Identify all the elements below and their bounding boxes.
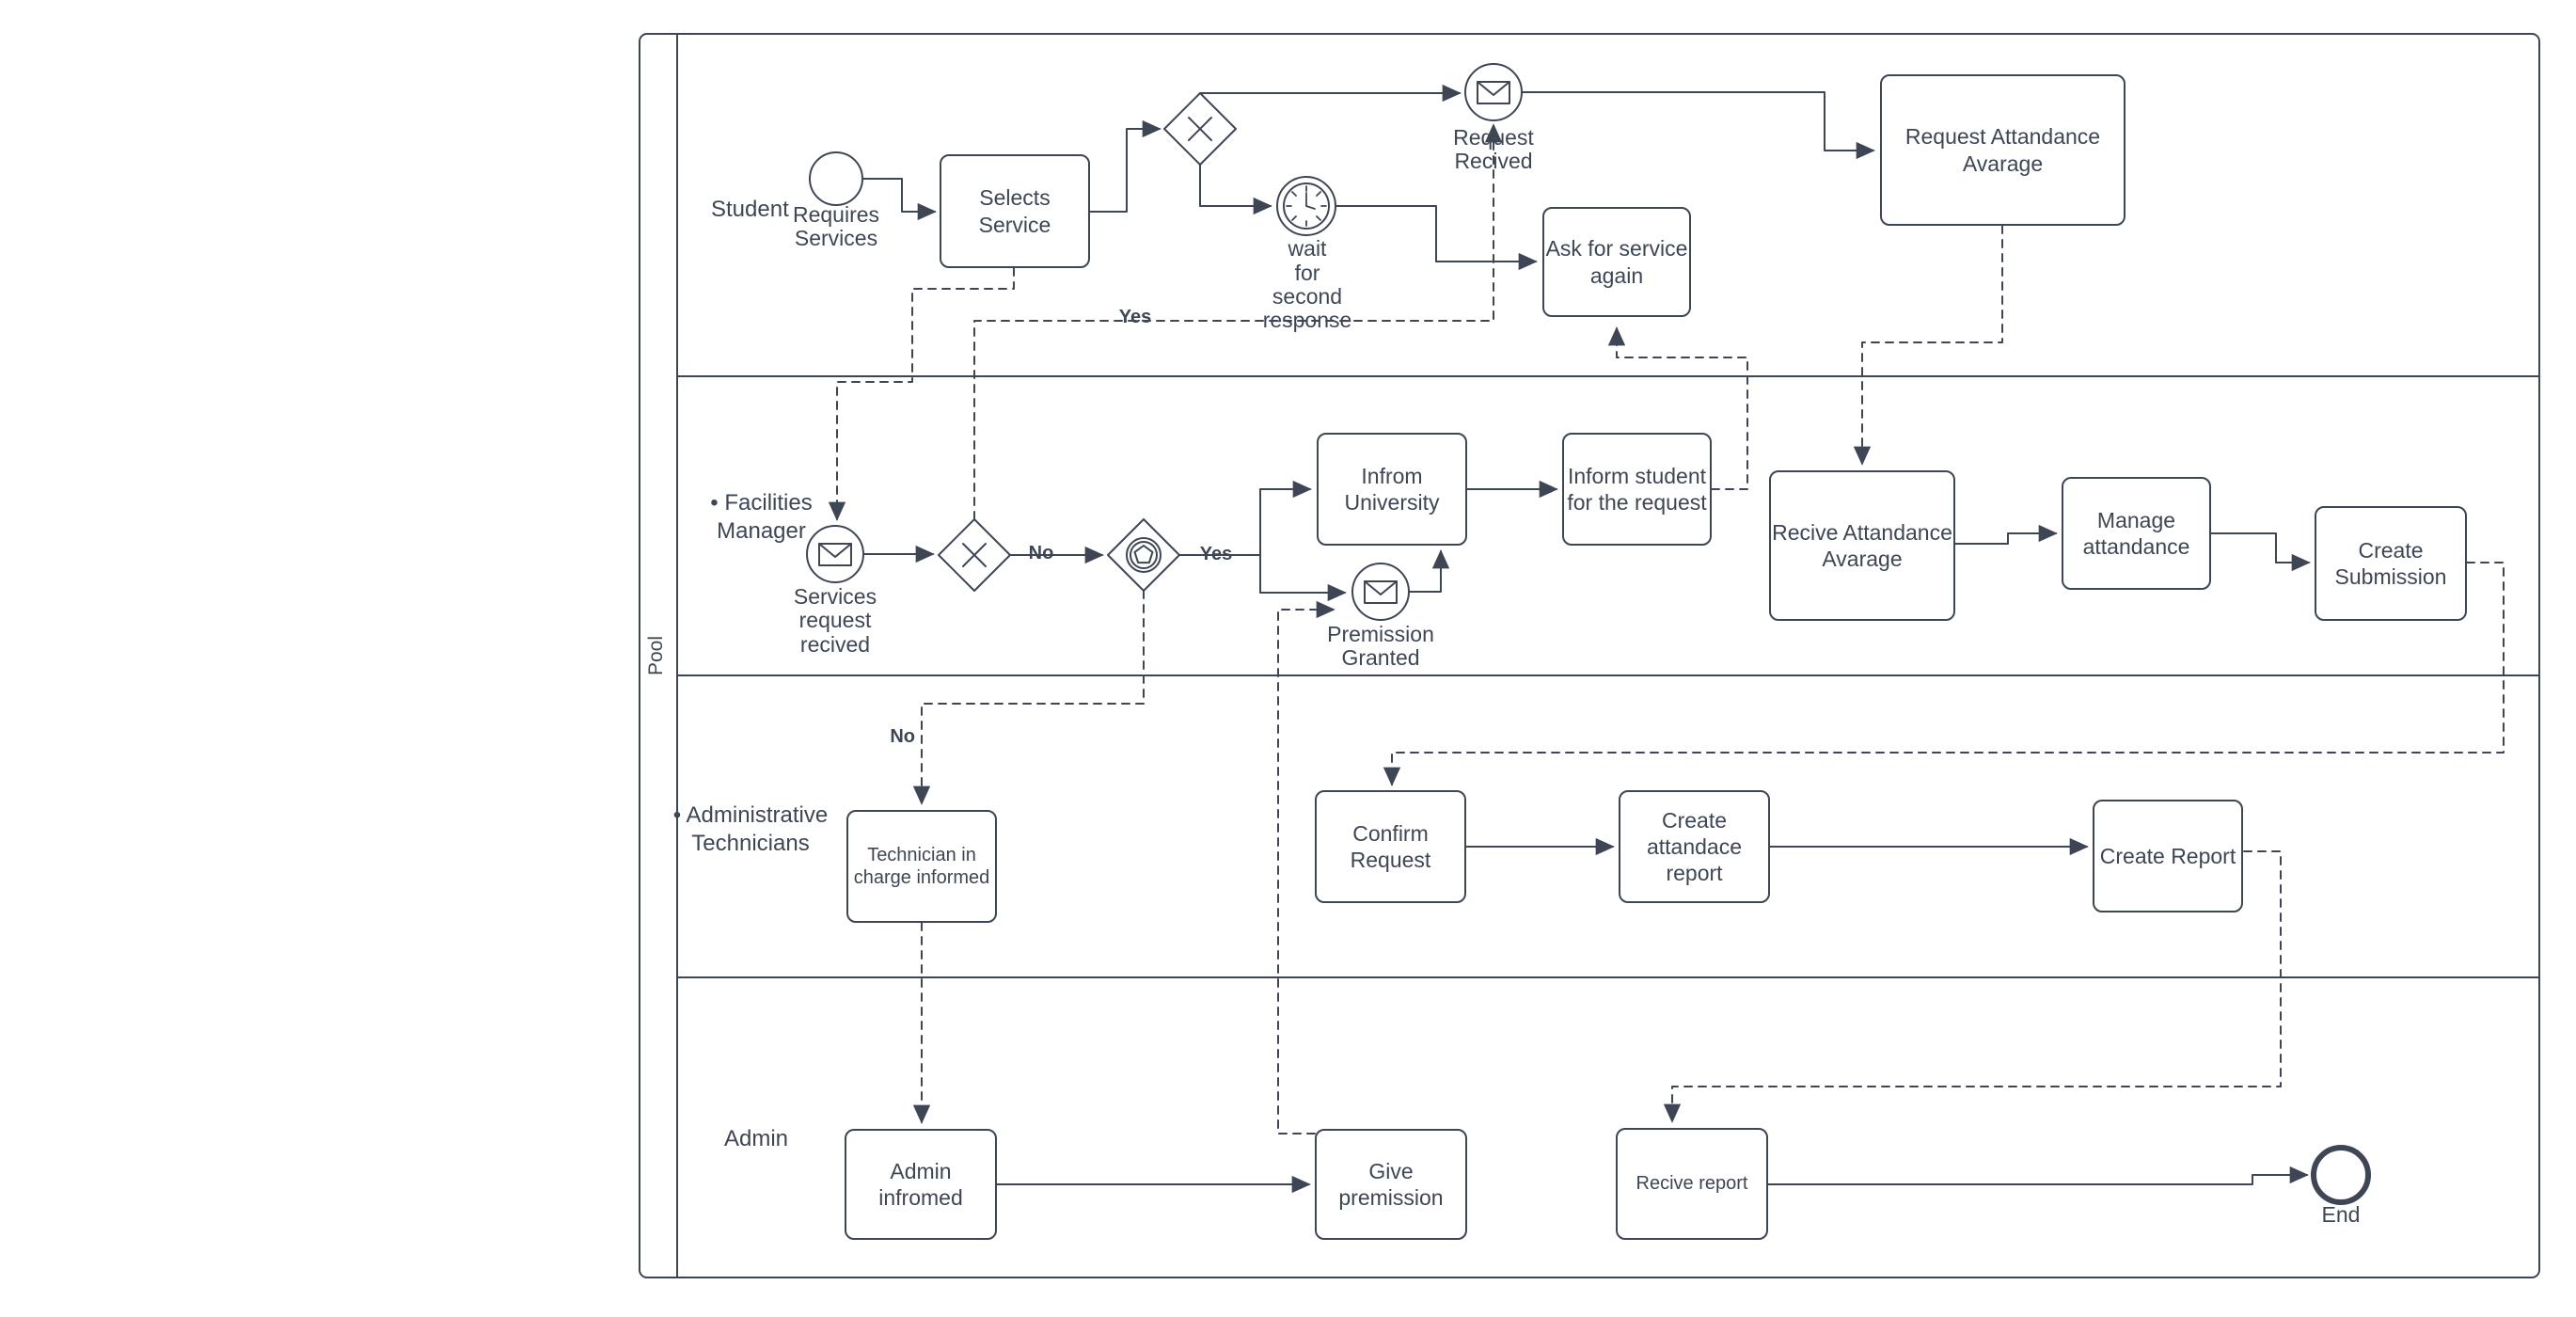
flow-label-no-fm: No (1028, 543, 1054, 563)
task-manage-attandance: Manage attandance (2062, 477, 2211, 590)
message-event-label-request-recived: Request Recived (1453, 124, 1534, 173)
flow-label-yes-fm: Yes (1199, 544, 1233, 564)
lane-label-admin: Admin (724, 1126, 789, 1151)
pool-label: Pool (645, 635, 667, 676)
flow-label-yes-student: Yes (1118, 307, 1152, 327)
end-event-label: End (2321, 1202, 2361, 1228)
task-technician-informed: Technician in charge informed (846, 810, 997, 923)
lane-label-facilities-manager: • Facilities Manager (710, 490, 813, 544)
task-create-submission: Create Submission (2315, 506, 2467, 621)
lane-label-administrative-technicians: • Administrative Technicians (672, 802, 829, 856)
timer-event-label-wait: wait for second response (1262, 236, 1352, 333)
message-flows (828, 123, 2505, 1135)
task-request-attandance-avarage: Request Attandance Avarage (1880, 74, 2126, 226)
task-inform-student: Inform student for the request (1562, 433, 1712, 546)
event-based-gateway (1107, 518, 1180, 592)
exclusive-gateway-fm (938, 518, 1011, 592)
task-selects-service: Selects Service (940, 154, 1090, 268)
task-infrom-university: Infrom University (1317, 433, 1467, 546)
lane-label-student: Student (711, 197, 789, 222)
flow-label-no-at: No (890, 726, 915, 747)
exclusive-gateway-student (1163, 92, 1237, 166)
task-confirm-request: Confirm Request (1315, 790, 1466, 903)
start-event-label: Requires Services (792, 201, 880, 250)
timer-event-wait (1276, 176, 1336, 236)
pool-frame (639, 33, 2540, 1278)
task-create-attandace-report: Create attandace report (1619, 790, 1770, 903)
start-event-requires-services (809, 151, 863, 206)
end-event (2311, 1145, 2371, 1205)
sequence-flows (861, 84, 2311, 1194)
task-create-report: Create Report (2093, 800, 2243, 912)
message-event-premission-granted (1351, 563, 1410, 621)
message-event-label-premission-granted: Premission Granted (1327, 621, 1434, 670)
task-recive-report: Recive report (1616, 1128, 1768, 1240)
task-give-premission: Give premission (1315, 1129, 1467, 1240)
task-admin-infromed: Admin infromed (845, 1129, 997, 1240)
message-event-request-recived (1464, 63, 1523, 121)
task-recive-attandance-avarage: Recive Attandance Avarage (1769, 470, 1955, 621)
message-event-label-services-request: Services request recived (793, 584, 877, 657)
task-ask-for-service-again: Ask for service again (1542, 207, 1691, 317)
